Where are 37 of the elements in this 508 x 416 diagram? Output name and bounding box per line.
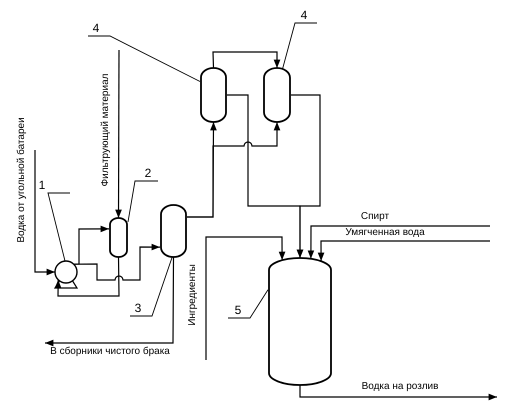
vessel-symbol	[200, 68, 227, 122]
pipe-arrow	[299, 385, 497, 400]
stream-label: В сборники чистого брака	[50, 346, 170, 358]
vessel-symbol	[268, 258, 332, 385]
pipe-arrow	[187, 122, 280, 218]
stream-label: Фильтрующий материал	[100, 74, 112, 186]
pipe-arrow	[205, 236, 286, 360]
callout-number: 4	[90, 20, 102, 36]
stream-label: Спирт	[360, 211, 390, 223]
pipe-arrow	[308, 225, 490, 259]
callout-number: 1	[36, 177, 48, 193]
leader-line	[282, 22, 318, 70]
pipe-arrow	[318, 240, 490, 261]
pipe-arrow	[54, 257, 120, 297]
vessel-symbol	[109, 218, 128, 257]
leader-line	[88, 36, 200, 82]
vessel-symbol	[263, 68, 291, 122]
pipe-arrow	[34, 150, 55, 276]
pump-symbol	[54, 260, 78, 289]
pipe-arrow	[115, 50, 122, 218]
pipe-arrow	[212, 51, 280, 68]
stream-label: Водка на розлив	[362, 381, 438, 393]
pipe-arrow	[45, 257, 174, 346]
leader-line	[47, 192, 70, 262]
leader-line	[128, 180, 158, 222]
stream-label: Водка от угольной батареи	[16, 117, 28, 243]
pipe-arrow	[74, 244, 160, 281]
callout-number: 2	[142, 165, 154, 181]
callout-number: 5	[232, 302, 244, 318]
leader-line	[130, 256, 173, 316]
vessel-symbol	[160, 205, 187, 257]
callout-number: 3	[132, 300, 144, 316]
pipe-arrow	[291, 94, 321, 258]
stream-label: Умягченная вода	[345, 227, 425, 239]
stream-label: Ингредиенты	[187, 264, 199, 326]
callout-number: 4	[298, 7, 310, 23]
leader-line	[228, 289, 268, 318]
